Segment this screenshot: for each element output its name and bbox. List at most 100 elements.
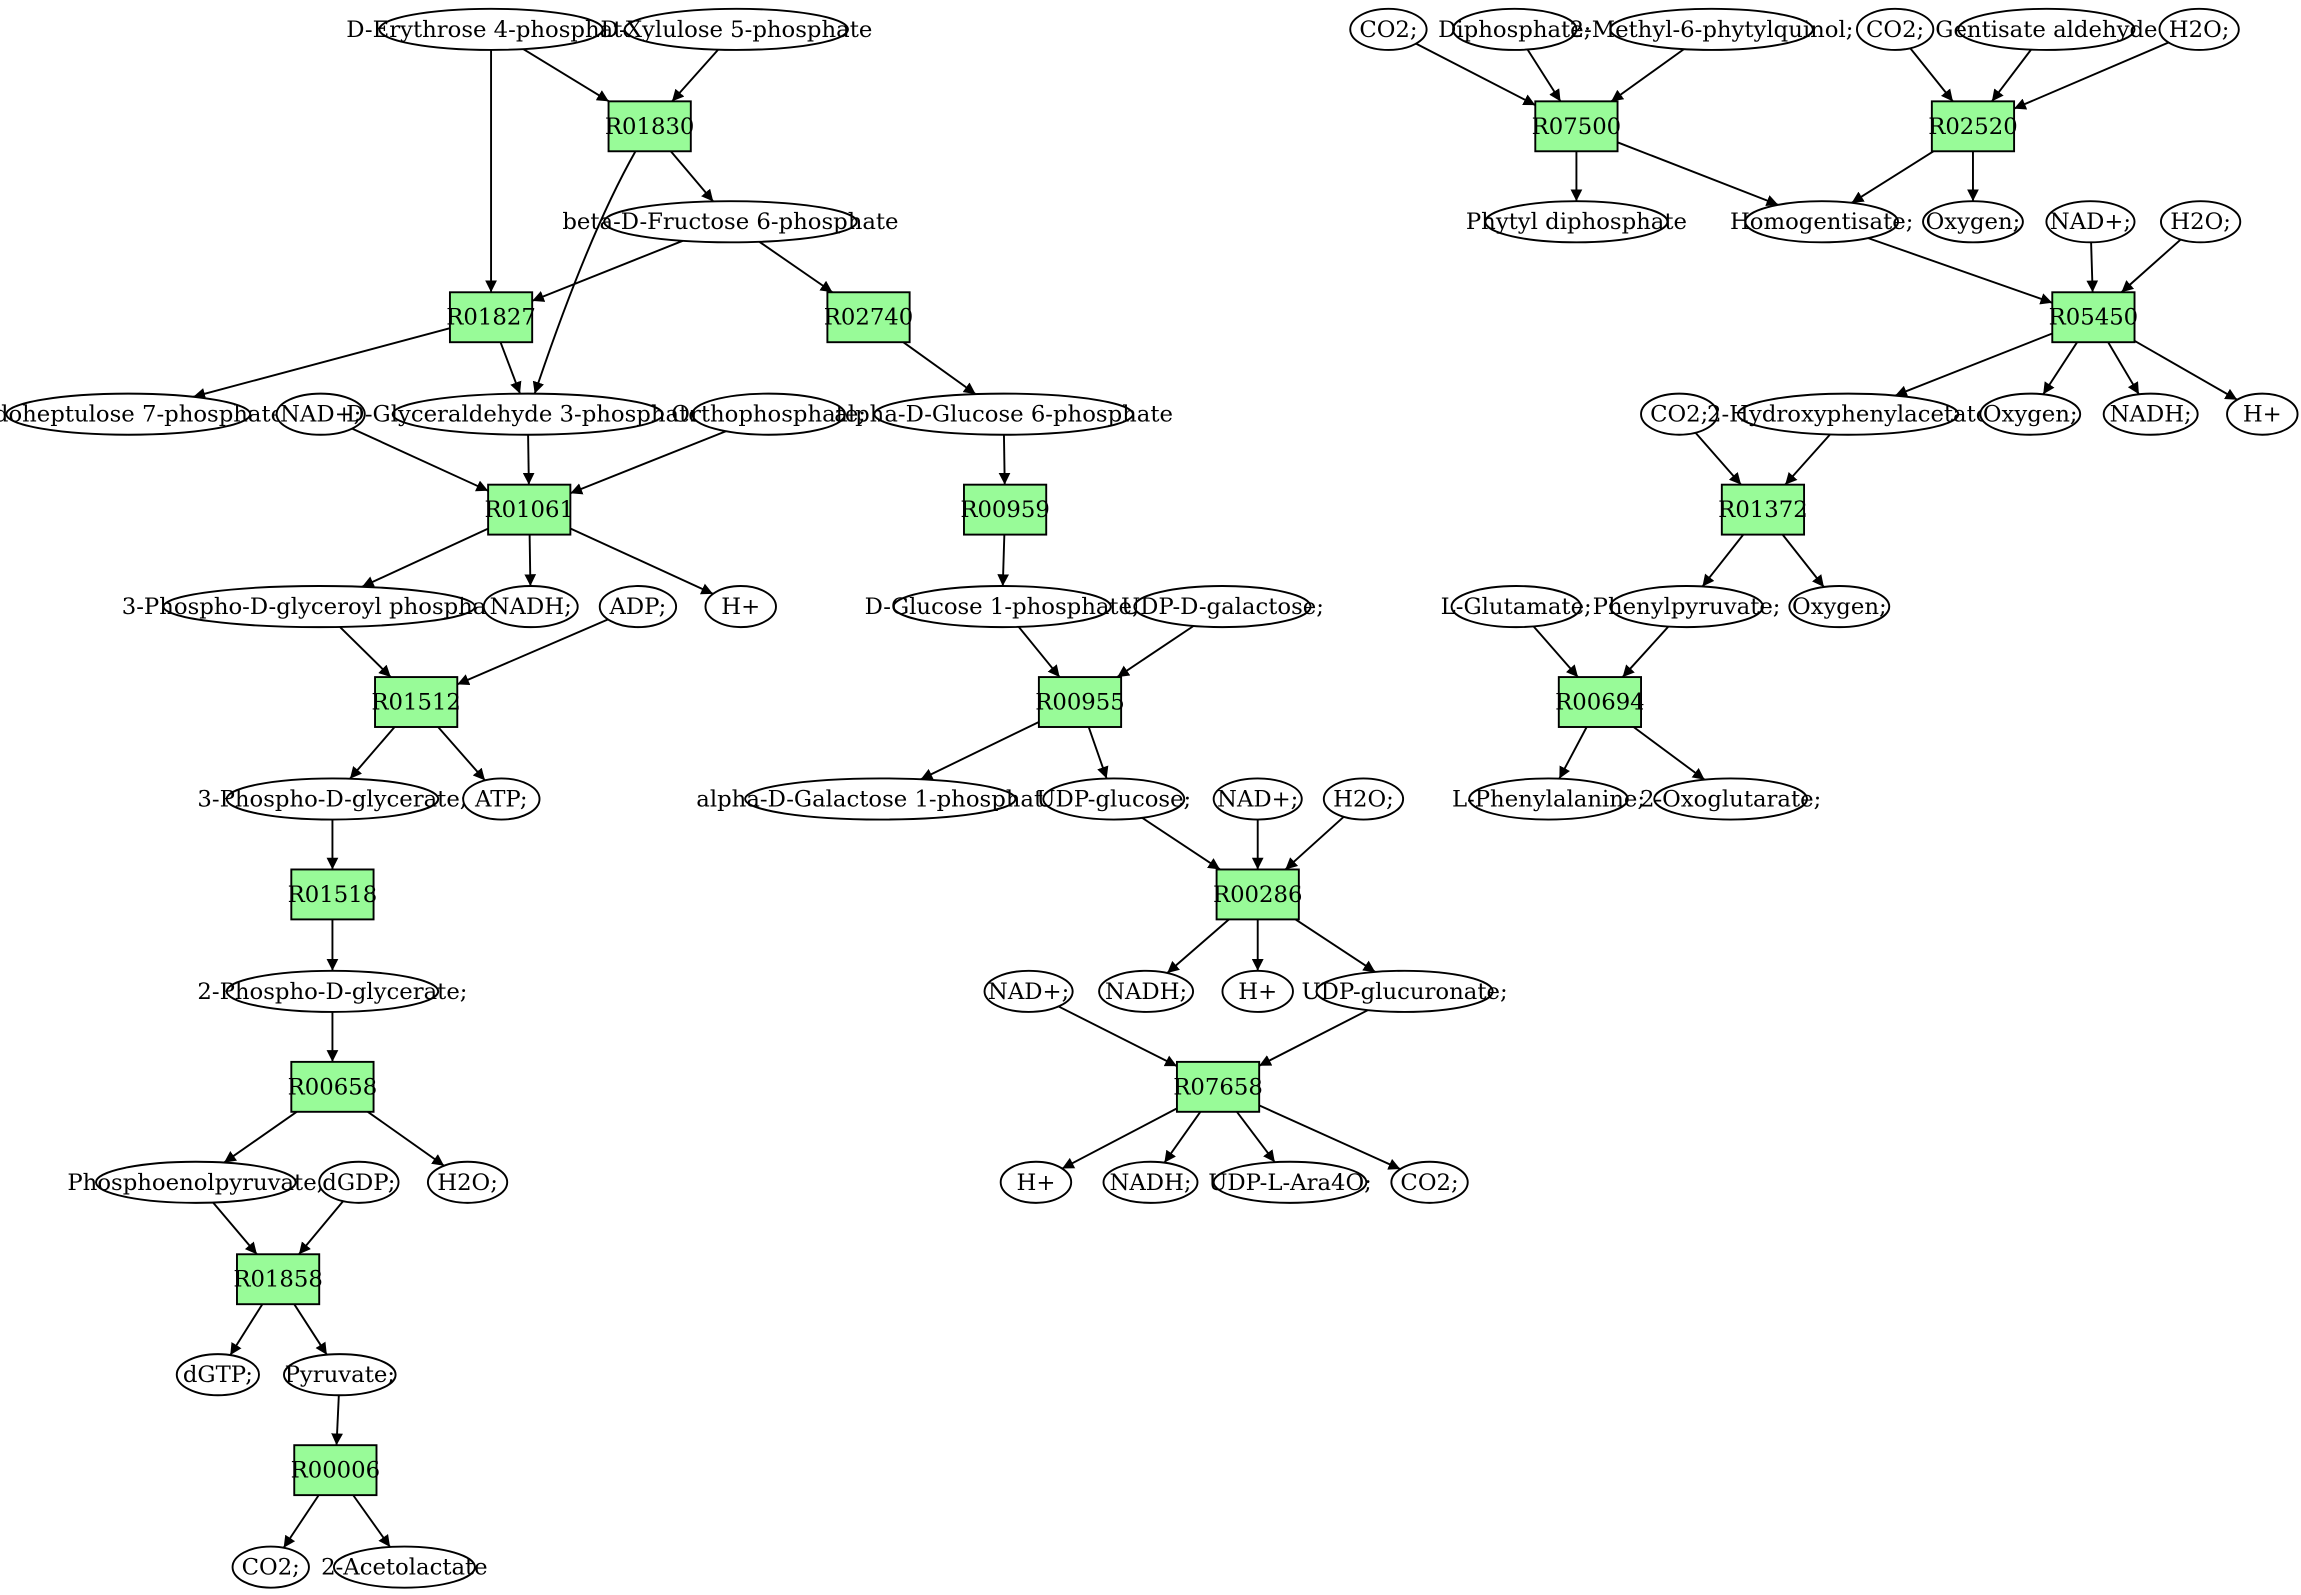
metabolite-dgtp[interactable]: dGTP; [175,1353,260,1397]
metabolite-atp[interactable]: ATP; [462,777,541,821]
metabolite-pep-shape [95,1160,297,1204]
reaction-r00286[interactable]: R00286 [1213,868,1303,921]
metabolite-xylulose[interactable]: D-Xylulose 5-phosphate [600,7,872,51]
metabolite-nadplus_a[interactable]: NAD+; [275,392,366,436]
metabolite-nadplus_b-shape [1212,777,1303,821]
metabolite-nadh_b[interactable]: NADH; [1098,969,1195,1013]
metabolite-h2o_b[interactable]: H2O; [1322,777,1405,821]
reaction-r01830[interactable]: R01830 [605,100,695,153]
metabolite-udpara[interactable]: UDP-L-Ara4O; [1208,1160,1372,1204]
metabolite-oxygen_f[interactable]: Oxygen; [1979,392,2082,436]
metabolite-hplus_c[interactable]: H+ [999,1160,1073,1204]
metabolite-hplus_b[interactable]: H+ [1221,969,1294,1013]
metabolite-udpglucuronate[interactable]: UDP-glucuronate; [1302,969,1508,1013]
metabolite-glyceraldehyde[interactable]: D-Glyceraldehyde 3-phosphate; [346,392,709,436]
reaction-r01061-label: R01061 [484,497,574,523]
metabolite-h2o_a-shape [426,1160,509,1204]
reaction-r01512[interactable]: R01512 [371,676,461,728]
metabolite-nadh_f[interactable]: NADH; [2102,392,2199,436]
edge-fructose6p-to-r02740 [758,241,833,294]
reaction-r01372-label: R01372 [1718,497,1808,523]
metabolite-acetolactate[interactable]: 2-Acetolactate [321,1545,488,1589]
metabolite-co2_a[interactable]: CO2; [231,1545,310,1589]
metabolite-nadh_b-label: NADH; [1105,979,1187,1005]
metabolite-hplus_f[interactable]: H+ [2226,392,2299,436]
reaction-r01827[interactable]: R01827 [446,291,536,344]
metabolite-methylphytyl[interactable]: 2-Methyl-6-phytylquinol; [1570,7,1854,51]
reaction-r00694[interactable]: R00694 [1555,676,1645,728]
metabolite-glucose1p[interactable]: D-Glucose 1-phosphate; [865,585,1140,629]
metabolite-co2_a-shape [231,1545,310,1589]
metabolite-oxygen_g[interactable]: Oxygen; [1788,585,1891,629]
metabolite-glucose6p[interactable]: alpha-D-Glucose 6-phosphate [834,392,1173,436]
metabolite-xylulose-label: D-Xylulose 5-phosphate [600,17,872,43]
metabolite-pyruvate[interactable]: Pyruvate; [283,1353,397,1397]
metabolite-phenylalanine[interactable]: L-Phenylalanine; [1452,777,1645,821]
edge-r01061-to-hplus_a [569,527,714,595]
metabolite-hydroxyphenylacetate[interactable]: 2-Hydroxyphenylacetate [1707,392,1989,436]
edge-diphosphate-to-r07500 [1526,48,1562,102]
metabolite-phosphoglycerate2[interactable]: 2-Phospho-D-glycerate; [197,969,467,1013]
metabolite-h2o_a-label: H2O; [437,1170,498,1196]
metabolite-h2o_a[interactable]: H2O; [426,1160,509,1204]
reaction-r07658[interactable]: R07658 [1173,1060,1263,1113]
metabolite-nadplus_c[interactable]: NAD+; [983,969,1074,1013]
metabolite-adp[interactable]: ADP; [598,585,678,629]
reaction-r01518-label: R01518 [288,882,378,908]
reaction-r01061[interactable]: R01061 [484,483,574,536]
metabolite-orthophosphate[interactable]: Orthophosphate; [671,392,866,436]
metabolite-sedoheptulose[interactable]: Sedoheptulose 7-phosphate; [0,392,292,436]
metabolite-glucose1p-shape [892,585,1112,629]
metabolite-dgdp[interactable]: dGDP; [318,1160,400,1204]
metabolite-nadh_c[interactable]: NADH; [1102,1160,1199,1204]
metabolite-oxygen_e[interactable]: Oxygen; [1922,200,2024,244]
reaction-r00955[interactable]: R00955 [1035,676,1125,728]
reaction-r02520[interactable]: R02520 [1928,100,2018,153]
metabolite-oxoglutarate[interactable]: 2-Oxoglutarate; [1640,777,1821,821]
reaction-r01372[interactable]: R01372 [1718,483,1808,536]
reaction-r02740[interactable]: R02740 [824,291,914,344]
metabolite-fructose6p[interactable]: beta-D-Fructose 6-phosphate [562,200,899,244]
metabolite-phenylpyruvate[interactable]: Phenylpyruvate; [1593,585,1781,629]
metabolite-phosphoglyceroyl-shape [162,585,476,629]
edge-adp-to-r01512 [456,618,609,686]
metabolite-udpglucose[interactable]: UDP-glucose; [1036,777,1191,821]
reaction-r00658-label: R00658 [288,1074,378,1100]
metabolite-co2_e[interactable]: CO2; [1855,7,1935,51]
metabolite-glucose6p-shape [873,392,1134,436]
metabolite-hplus_a[interactable]: H+ [704,585,777,629]
metabolite-co2_g[interactable]: CO2; [1640,392,1719,436]
reaction-r01858[interactable]: R01858 [233,1253,323,1306]
metabolite-gentisate[interactable]: Gentisate aldehyde [1935,7,2157,51]
reaction-r00006[interactable]: R00006 [291,1444,381,1497]
metabolite-co2_d[interactable]: CO2; [1349,7,1428,51]
metabolite-galactose1p[interactable]: alpha-D-Galactose 1-phosphate; [696,777,1064,821]
metabolite-phenylalanine-label: L-Phenylalanine; [1452,786,1645,812]
metabolite-nadplus_b[interactable]: NAD+; [1212,777,1303,821]
metabolite-pep[interactable]: Phosphoenolpyruvate; [67,1160,324,1204]
metabolite-h2o_b-shape [1322,777,1405,821]
metabolite-nadplus_f[interactable]: NAD+; [2045,200,2136,244]
metabolite-oxygen_e-shape [1922,200,2024,244]
metabolite-gentisate-label: Gentisate aldehyde [1935,17,2157,43]
metabolite-phosphoglycerate3[interactable]: 3-Phospho-D-glycerate; [197,777,467,821]
reaction-r00959-label: R00959 [960,497,1050,523]
metabolite-h2o_e[interactable]: H2O; [2158,7,2240,51]
metabolite-nadh_a[interactable]: NADH; [482,585,579,629]
metabolite-co2_c[interactable]: CO2; [1390,1160,1469,1204]
metabolite-udpgalactose[interactable]: UDP-D-galactose; [1121,585,1324,629]
reaction-r07500[interactable]: R07500 [1532,100,1622,153]
metabolite-erythrose[interactable]: D-Erythrose 4-phosphate [346,7,636,51]
metabolite-phosphoglyceroyl[interactable]: 3-Phospho-D-glyceroyl phosphate; [122,585,517,629]
metabolite-diphosphate[interactable]: Diphosphate; [1438,7,1591,51]
metabolite-phytyl[interactable]: Phytyl diphosphate [1466,200,1687,244]
reaction-r00959[interactable]: R00959 [960,483,1050,536]
reaction-r00658[interactable]: R00658 [288,1060,378,1113]
edge-co2_g-to-r01372 [1694,432,1742,486]
metabolite-homogentisate[interactable]: Homogentisate; [1730,200,1913,244]
edge-r00694-to-phenylalanine [1558,726,1588,780]
reaction-r05450[interactable]: R05450 [2049,291,2139,344]
metabolite-h2o_f[interactable]: H2O; [2160,200,2242,244]
reaction-r01518[interactable]: R01518 [288,868,378,921]
metabolite-glutamate[interactable]: L-Glutamate; [1441,585,1592,629]
